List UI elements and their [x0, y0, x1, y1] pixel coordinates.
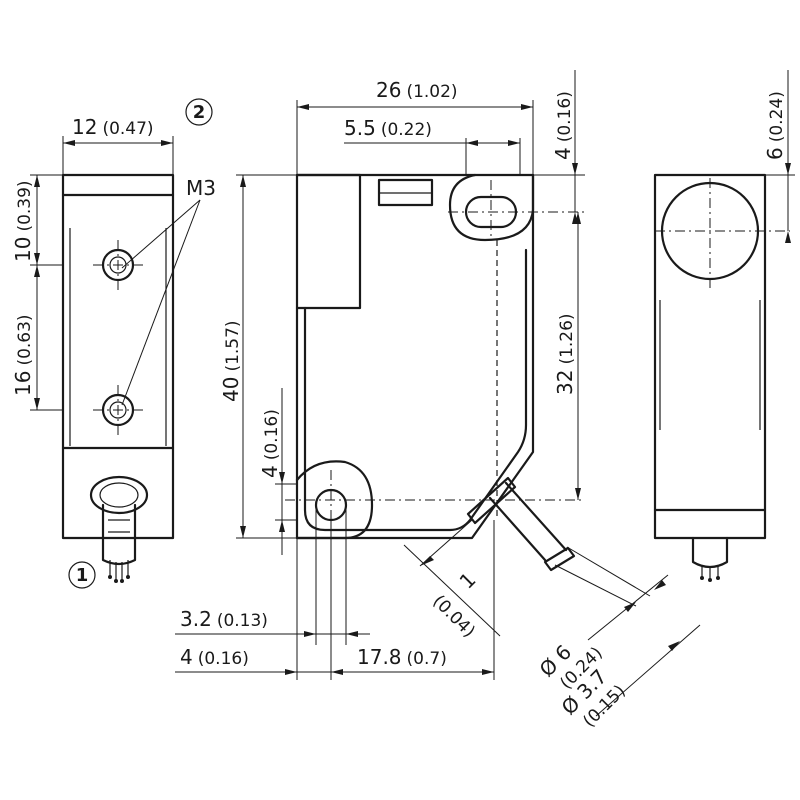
front-view-inner-outline	[303, 248, 528, 532]
callout-mounting: 2	[185, 98, 213, 126]
dim-hole-top-inch: (0.39)	[15, 180, 35, 231]
rear-view: 6 (0.24)	[653, 70, 795, 582]
svg-text:6(0.24): 6 (0.24)	[763, 91, 787, 160]
callout-connector: 1	[68, 561, 96, 589]
dim-lower-hole-inch: (0.16)	[262, 409, 282, 460]
dim-edge-offset-inch: (0.16)	[198, 649, 249, 669]
svg-text:5.5(0.22): 5.5(0.22)	[344, 116, 432, 140]
svg-text:40(1.57): 40 (1.57)	[219, 320, 243, 402]
dim-height-inch: (1.57)	[223, 320, 243, 371]
cable-gland	[466, 476, 517, 525]
cable-sleeve	[543, 546, 576, 572]
thread-label: M3	[186, 176, 216, 200]
dim-hole-pitch-value: 32	[553, 370, 577, 395]
svg-text:3.2(0.13): 3.2(0.13)	[180, 607, 268, 631]
dimension-hole-pitch: 32 (1.26)	[553, 212, 581, 500]
svg-text:26(1.02): 26(1.02)	[376, 78, 458, 102]
svg-text:12(0.47): 12(0.47)	[72, 115, 154, 139]
rear-view-housing	[653, 173, 767, 540]
dim-height-value: 40	[219, 377, 243, 402]
connector-pins	[108, 560, 130, 583]
lower-mounting-hole-thread	[109, 401, 127, 419]
dim-cable-bend-value: 1	[455, 568, 481, 594]
connector-collar-inner	[99, 482, 139, 508]
cable-body-edge	[504, 481, 568, 552]
dim-hole-pitch-inch: (1.26)	[557, 313, 577, 364]
dim-cable-exit-value: 17.8	[357, 645, 402, 669]
dim-lower-hole-value: 4	[258, 465, 282, 478]
rear-connector	[691, 536, 729, 582]
cable-extension	[554, 564, 637, 607]
dimension-bottom-chain: 4(0.16) 17.8(0.7)	[175, 520, 495, 680]
callout-mounting-label: 2	[193, 102, 206, 123]
front-view-optic-window	[295, 173, 362, 310]
dim-hole-spacing-inch: (0.63)	[15, 314, 35, 365]
dim-cable-bend-inch: (0.04)	[428, 591, 478, 641]
dimension-lens-offset: 6 (0.24)	[763, 70, 795, 243]
callout-connector-label: 1	[76, 565, 89, 586]
connector-collar	[89, 475, 149, 515]
dim-hole-dia-offset-value: 3.2	[180, 607, 212, 631]
dimension-cable-diameters: Ø 6 (0.24) Ø 3.7 (0.15)	[535, 574, 701, 732]
dim-lens-offset-inch: (0.24)	[767, 91, 787, 142]
connector-body	[101, 503, 137, 566]
dimension-hole-dia-offset: 3.2(0.13)	[175, 505, 370, 645]
dim-optic-offset-inch: (0.22)	[381, 120, 432, 140]
dimension-lower-hole: 4 (0.16)	[258, 388, 297, 555]
dim-width-side-inch: (0.47)	[102, 119, 153, 139]
side-view-housing	[61, 173, 175, 540]
dimension-width-front: 26(1.02)	[296, 78, 534, 175]
front-view: 26(1.02) 5.5(0.22) 4(0.16) 32(1.26)	[175, 70, 701, 732]
cable-extension	[566, 546, 651, 597]
thread-leader: M3	[121, 176, 216, 406]
side-view: 12(0.47) 10 (0.39) 16 (0.63) M3 2	[11, 98, 216, 589]
dimension-optic-offset: 5.5(0.22)	[344, 116, 521, 175]
svg-text:1: 1	[455, 568, 481, 594]
cable-body-edge	[488, 496, 547, 562]
dimension-height: 40 (1.57)	[219, 174, 297, 539]
svg-text:4(0.16): 4 (0.16)	[551, 91, 575, 160]
svg-text:4(0.16): 4 (0.16)	[258, 409, 282, 478]
dim-optic-offset-value: 5.5	[344, 116, 376, 140]
dim-top-gap-value: 4	[551, 147, 575, 160]
dim-hole-spacing-value: 16	[11, 371, 35, 396]
dim-width-side-value: 12	[72, 115, 97, 139]
upper-mounting-lug	[448, 173, 535, 242]
dim-width-front-value: 26	[376, 78, 401, 102]
dimension-hole-vertical: 10 (0.39) 16 (0.63)	[11, 174, 63, 411]
dim-edge-offset-value: 4	[180, 645, 193, 669]
svg-text:17.8(0.7): 17.8(0.7)	[357, 645, 447, 669]
svg-text:16(0.63): 16 (0.63)	[11, 314, 35, 396]
svg-text:(0.04): (0.04)	[428, 591, 478, 641]
dim-lens-offset-value: 6	[763, 147, 787, 160]
svg-text:10(0.39): 10 (0.39)	[11, 180, 35, 262]
dim-cable-exit-inch: (0.7)	[407, 649, 447, 669]
dimension-width-side: 12(0.47)	[62, 115, 174, 175]
svg-text:4(0.16): 4(0.16)	[180, 645, 249, 669]
cable	[466, 476, 651, 607]
front-view-housing	[295, 173, 535, 540]
lower-mounting-lug	[295, 460, 374, 540]
dim-hole-dia-offset-inch: (0.13)	[217, 611, 268, 631]
svg-text:32(1.26): 32 (1.26)	[553, 313, 577, 395]
dim-width-front-inch: (1.02)	[406, 82, 457, 102]
dim-hole-top-value: 10	[11, 237, 35, 262]
dimension-top-gap: 4 (0.16)	[533, 70, 585, 224]
dim-top-gap-inch: (0.16)	[555, 91, 575, 142]
